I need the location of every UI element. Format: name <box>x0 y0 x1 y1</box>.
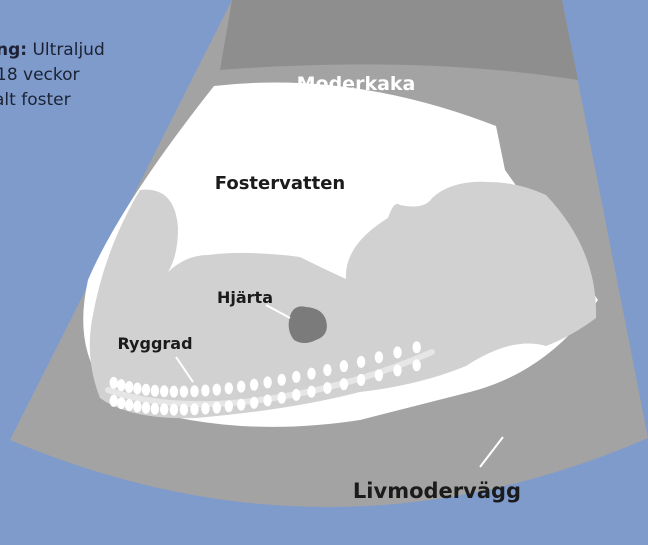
vertebra <box>160 385 168 397</box>
amniotic-fluid-label: Fostervatten <box>215 173 345 194</box>
vertebra <box>180 386 188 398</box>
vertebra <box>340 360 348 372</box>
vertebra <box>292 389 300 401</box>
vertebra <box>323 382 331 394</box>
vertebra <box>375 369 383 381</box>
vertebra <box>117 397 125 409</box>
vertebra <box>142 384 150 396</box>
vertebra <box>413 359 421 371</box>
vertebra <box>307 368 315 380</box>
vertebra <box>110 395 118 407</box>
vertebra <box>160 403 168 415</box>
vertebra <box>278 374 286 386</box>
vertebra <box>142 402 150 414</box>
heart-label: Hjärta <box>217 288 273 307</box>
vertebra <box>375 351 383 363</box>
vertebra <box>110 377 118 389</box>
vertebra <box>133 383 141 395</box>
vertebra <box>393 364 401 376</box>
vertebra <box>180 404 188 416</box>
vertebra <box>263 394 271 406</box>
spine-label: Ryggrad <box>117 334 192 353</box>
vertebra <box>125 399 133 411</box>
vertebra <box>213 384 221 396</box>
vertebra <box>307 386 315 398</box>
vertebra <box>323 364 331 376</box>
vertebra <box>201 385 209 397</box>
vertebra <box>237 399 245 411</box>
vertebra <box>225 382 233 394</box>
vertebra <box>201 403 209 415</box>
vertebra <box>237 381 245 393</box>
uterine-wall-label: Livmodervägg <box>353 479 521 503</box>
vertebra <box>413 341 421 353</box>
vertebra <box>225 400 233 412</box>
vertebra <box>340 378 348 390</box>
vertebra <box>263 376 271 388</box>
vertebra <box>170 404 178 416</box>
vertebra <box>250 397 258 409</box>
vertebra <box>151 385 159 397</box>
vertebra <box>357 374 365 386</box>
vertebra <box>190 403 198 415</box>
vertebra <box>292 371 300 383</box>
vertebra <box>190 385 198 397</box>
vertebra <box>213 402 221 414</box>
vertebra <box>133 401 141 413</box>
vertebra <box>250 379 258 391</box>
vertebra <box>393 346 401 358</box>
vertebra <box>151 403 159 415</box>
placenta-label: Moderkaka <box>297 73 416 95</box>
vertebra <box>278 392 286 404</box>
vertebra <box>170 386 178 398</box>
vertebra <box>357 356 365 368</box>
vertebra <box>117 379 125 391</box>
vertebra <box>125 381 133 393</box>
